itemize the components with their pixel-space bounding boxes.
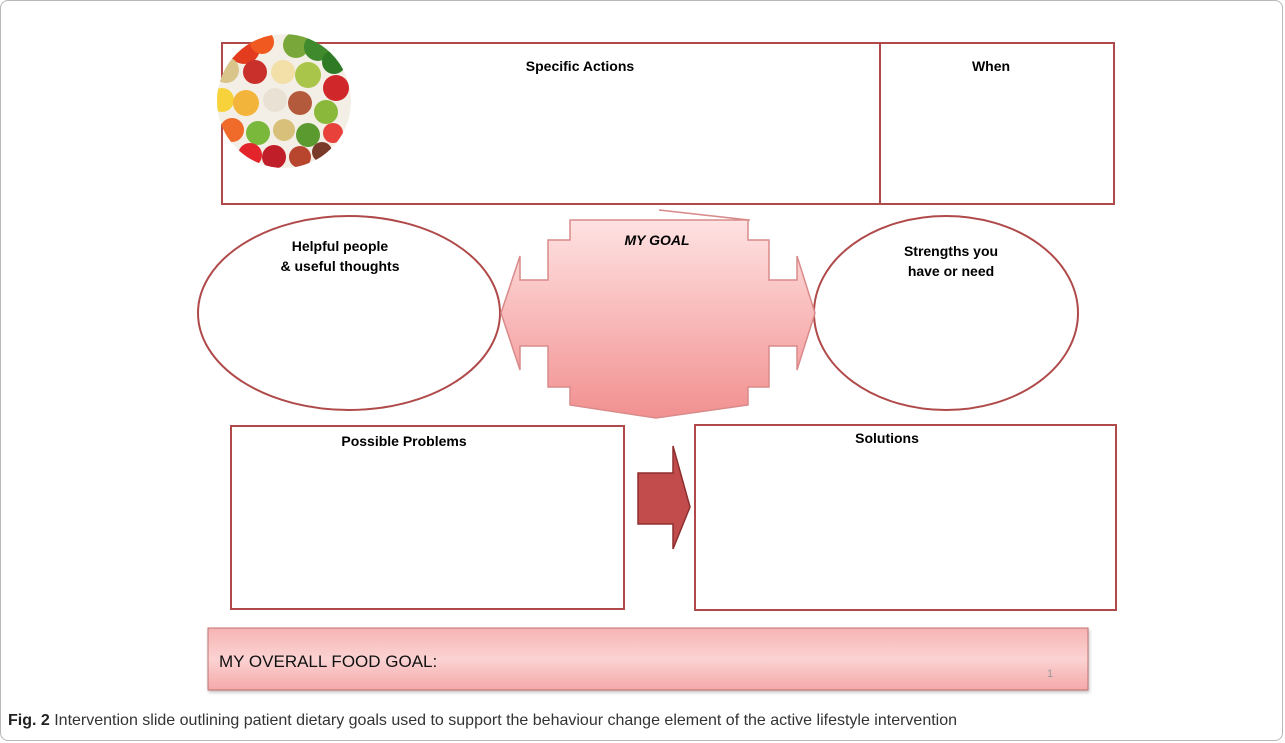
- when-box: [879, 42, 1115, 205]
- possible-problems-label: Possible Problems: [341, 433, 466, 449]
- goal-diagram: Specific Actions When Helpful people & u…: [197, 34, 1117, 691]
- helpful-people-label-line2: & useful thoughts: [281, 258, 400, 274]
- figure-caption: Fig. 2 Intervention slide outlining pati…: [8, 712, 1278, 730]
- helpful-people-ellipse: [197, 215, 501, 411]
- strengths-label-line1: Strengths you: [904, 243, 998, 259]
- solutions-box: [694, 424, 1117, 611]
- overall-goal-label: MY OVERALL FOOD GOAL:: [219, 652, 437, 671]
- helpful-people-label-line1: Helpful people: [292, 238, 389, 254]
- my-goal-arrow: [500, 209, 816, 419]
- when-label: When: [972, 58, 1010, 74]
- caption-prefix: Fig. 2: [8, 712, 50, 729]
- strengths-label-line2: have or need: [908, 263, 994, 279]
- problems-to-solutions-arrow: [637, 445, 691, 550]
- caption-text: Intervention slide outlining patient die…: [54, 712, 958, 729]
- overall-goal-bar: [207, 627, 1089, 691]
- my-goal-label: MY GOAL: [624, 232, 689, 248]
- slide-number: 1: [1047, 668, 1053, 680]
- specific-actions-label: Specific Actions: [526, 58, 635, 74]
- solutions-label: Solutions: [855, 430, 919, 446]
- possible-problems-box: [230, 425, 625, 610]
